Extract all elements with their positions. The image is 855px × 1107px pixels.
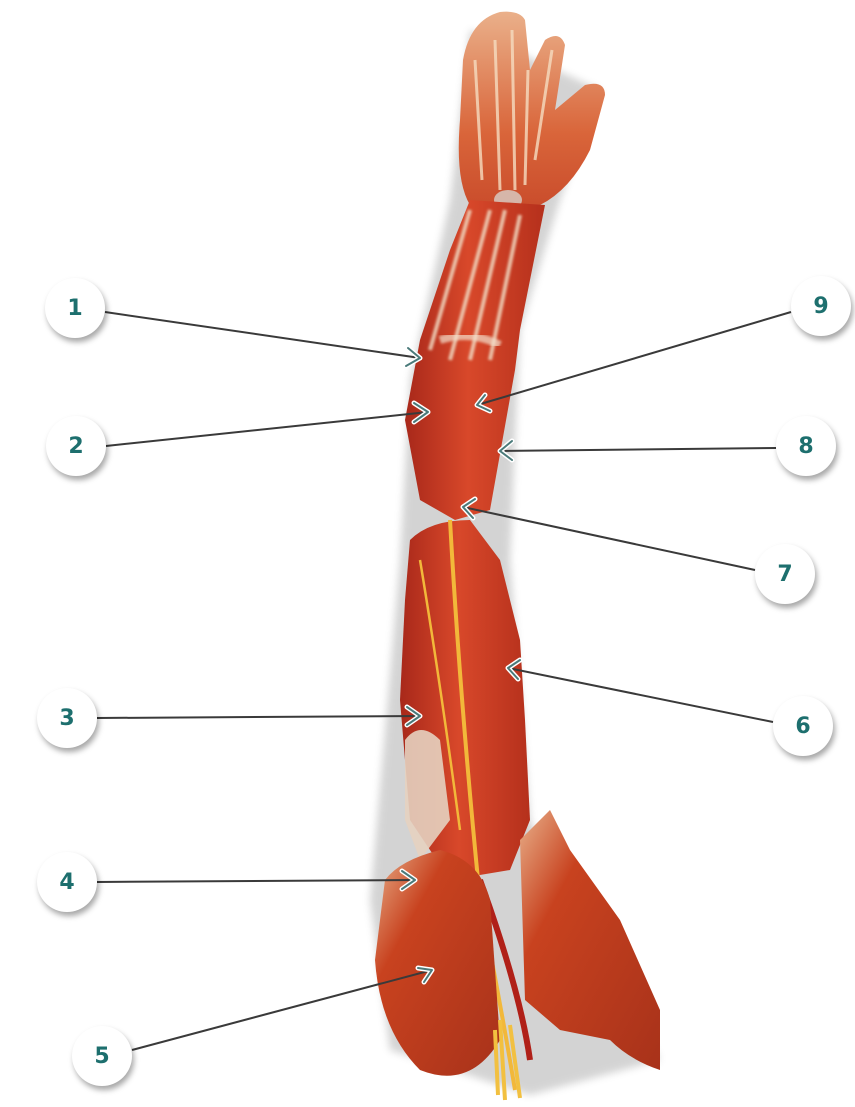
upper-arm bbox=[400, 519, 533, 1091]
label-6[interactable]: 6 bbox=[773, 696, 833, 756]
leader-line-9 bbox=[476, 311, 792, 406]
label-3[interactable]: 3 bbox=[37, 688, 97, 748]
shoulder-scapula bbox=[375, 810, 660, 1101]
leader-line-1 bbox=[104, 311, 421, 359]
label-2[interactable]: 2 bbox=[46, 416, 106, 476]
label-1[interactable]: 1 bbox=[45, 278, 105, 338]
arrowheads-inner bbox=[401, 347, 521, 983]
leader-line-2 bbox=[105, 411, 429, 447]
leader-line-8 bbox=[499, 447, 777, 452]
leader-line-5 bbox=[131, 969, 433, 1051]
nerve bbox=[448, 519, 517, 1091]
leader-line-4 bbox=[96, 879, 416, 883]
leader-lines bbox=[96, 311, 792, 1051]
label-7[interactable]: 7 bbox=[755, 544, 815, 604]
label-8[interactable]: 8 bbox=[776, 416, 836, 476]
label-4[interactable]: 4 bbox=[37, 852, 97, 912]
hand bbox=[458, 11, 605, 215]
leader-line-7 bbox=[462, 506, 756, 571]
label-5[interactable]: 5 bbox=[72, 1026, 132, 1086]
leader-line-6 bbox=[507, 667, 774, 723]
leader-line-3 bbox=[96, 715, 421, 719]
label-9[interactable]: 9 bbox=[791, 276, 851, 336]
forearm bbox=[405, 200, 545, 520]
